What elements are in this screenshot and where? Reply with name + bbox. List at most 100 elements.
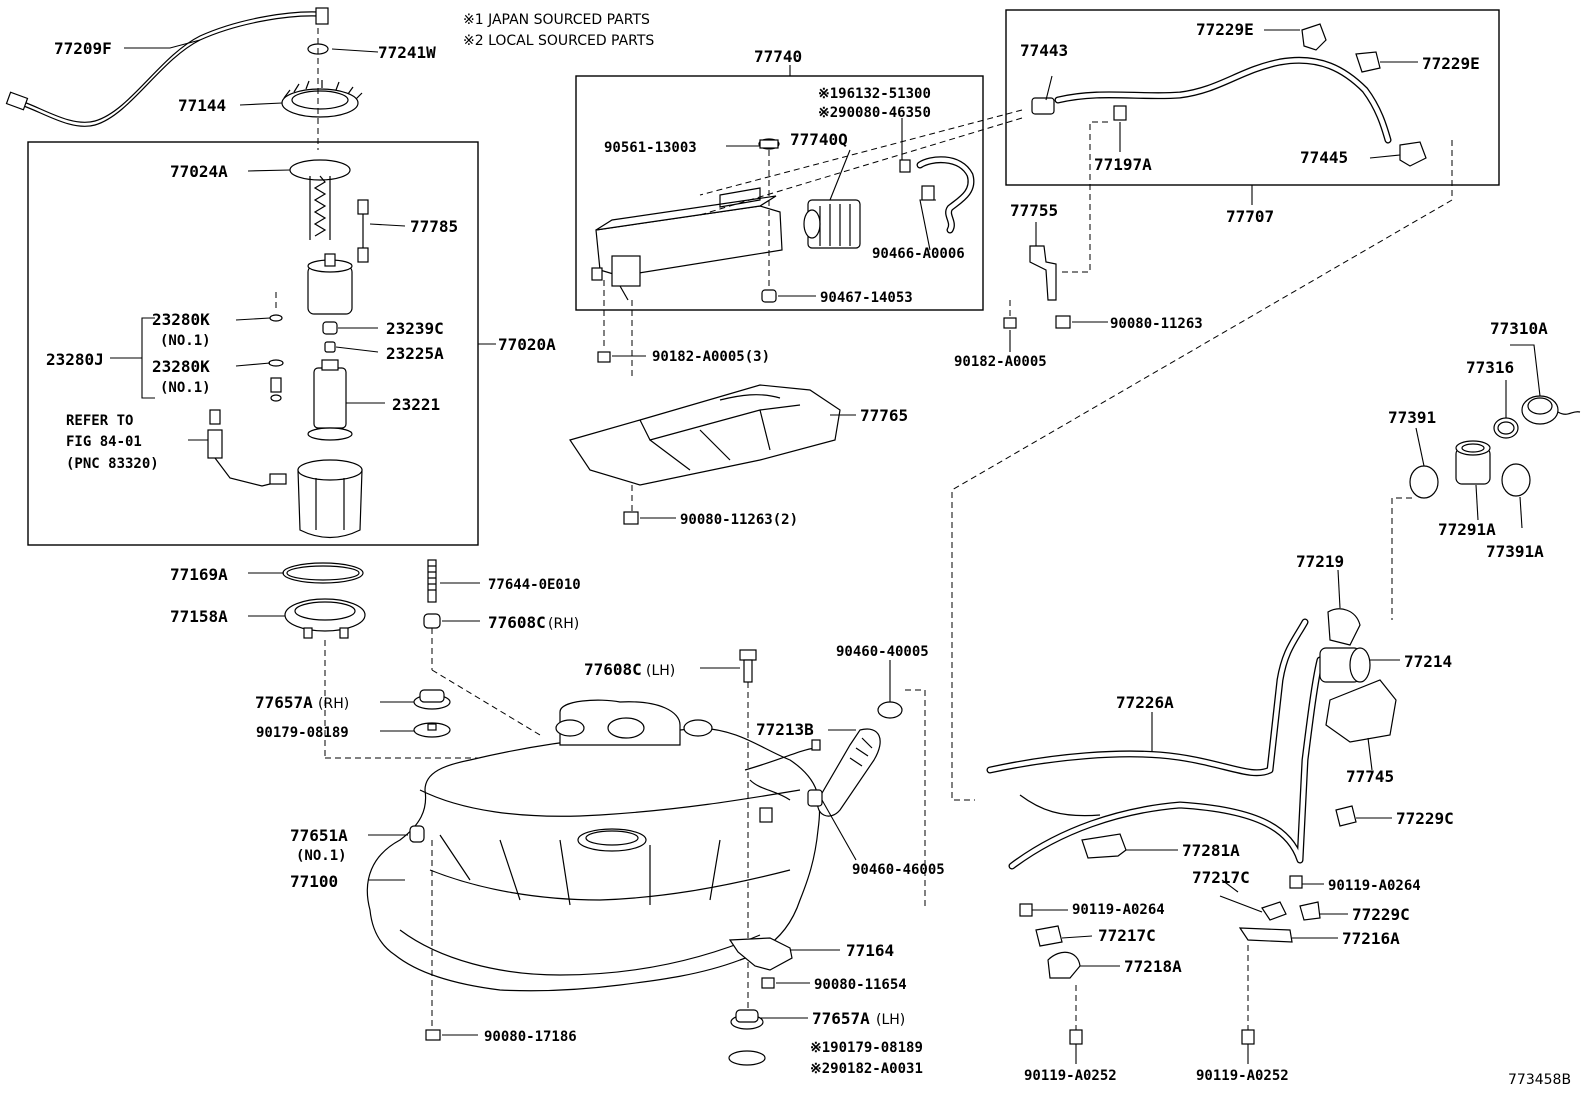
label-77229e-1: 77229E (1196, 20, 1254, 39)
filler-pipe-77226a-drawing (986, 618, 1324, 870)
clip-77281a-drawing (1081, 833, 1127, 859)
label-77657a-lh-sub: (LH) (876, 1012, 905, 1028)
retainer-ring-77144-drawing (281, 80, 363, 118)
label-90080-11654: 90080-11654 (814, 977, 907, 993)
guide-line (1391, 497, 1412, 620)
clamp-77217c-1-drawing (1219, 895, 1287, 921)
label-23280k-2: 23280K (152, 357, 210, 376)
note-japan-sourced: ※1 JAPAN SOURCED PARTS (463, 12, 650, 28)
leader-lines (124, 29, 1541, 1064)
label-77608c-rh: 77608C (488, 613, 546, 632)
ring-77391-drawing (1409, 465, 1439, 499)
bolt-90080-17186-drawing (425, 1029, 441, 1041)
note-local-sourced: ※2 LOCAL SOURCED PARTS (463, 33, 654, 49)
label-77024a: 77024A (170, 162, 228, 181)
label-90179-08189-x1: ※190179-08189 (810, 1040, 923, 1056)
label-77229c-1: 77229C (1396, 809, 1454, 828)
label-77755: 77755 (1010, 201, 1058, 220)
plate-77158a-drawing (284, 598, 366, 639)
label-90080-11263-2: 90080-11263(2) (680, 512, 798, 528)
label-90460-40005: 90460-40005 (836, 644, 929, 660)
bolt-90080-11263-drawing (1055, 315, 1071, 329)
label-77765: 77765 (860, 406, 908, 425)
label-90119-a0264-a: 90119-A0264 (1328, 878, 1421, 894)
gasket-77316-drawing (1493, 417, 1519, 439)
label-77241w: 77241W (378, 43, 436, 62)
sender-gauge-drawing (207, 409, 287, 487)
label-77316: 77316 (1466, 358, 1514, 377)
refer-to-line3: (PNC 83320) (66, 456, 159, 472)
label-77217c-2: 77217C (1098, 926, 1156, 945)
label-77158a: 77158A (170, 607, 228, 626)
label-77310a: 77310A (1490, 319, 1548, 338)
bolt-77608c-lh-drawing (739, 649, 757, 683)
vent-tube-77707-drawing (1031, 23, 1427, 167)
nut-90182-a0005-drawing (1003, 317, 1017, 329)
label-77219: 77219 (1296, 552, 1344, 571)
cushion-77651a-drawing (409, 825, 425, 843)
label-90080-17186: 90080-17186 (484, 1029, 577, 1045)
gasket-77169a-drawing (282, 562, 364, 584)
label-77608c-rh-sub: (RH) (548, 616, 579, 632)
label-77100: 77100 (290, 872, 338, 891)
guide-line (699, 109, 1023, 196)
neck-77214-drawing (1319, 647, 1371, 683)
charcoal-canister-box (575, 75, 984, 311)
label-90182-a0005: 90182-A0005 (954, 354, 1047, 370)
label-90182-a0005-3: 90182-A0005(3) (652, 349, 770, 365)
label-290080-46350: ※290080-46350 (818, 105, 931, 121)
plate-lh-drawing (728, 1050, 766, 1066)
o-ring-23280k-bottom-drawing (268, 359, 284, 402)
cushion-77657a-rh-drawing (413, 689, 451, 710)
label-23280k-1-sub: (NO.1) (160, 333, 211, 349)
label-196132-51300: ※196132-51300 (818, 86, 931, 102)
label-77443: 77443 (1020, 41, 1068, 60)
bracket-77218a-drawing (1047, 951, 1081, 979)
canister-77740-drawing (591, 187, 783, 301)
guide-line (951, 140, 1453, 801)
cap-90561-13003-drawing (758, 138, 780, 150)
plate-90179-08189-drawing (413, 722, 451, 738)
refer-to-line1: REFER TO (66, 413, 133, 429)
label-90119-a0252-d: 90119-A0252 (1196, 1068, 1289, 1084)
protector-77219-drawing (1327, 608, 1361, 646)
label-77740q: 77740Q (790, 130, 848, 149)
bolt-90182-a0005-3-drawing (597, 351, 611, 363)
label-77169a: 77169A (170, 565, 228, 584)
grommet-90467-drawing (761, 289, 777, 303)
label-77281a: 77281A (1182, 841, 1240, 860)
guide-line (699, 117, 1023, 216)
label-77226a: 77226A (1116, 693, 1174, 712)
label-77291a: 77291A (1438, 520, 1496, 539)
cover-77745-drawing (1325, 679, 1397, 743)
label-23239c: 23239C (386, 319, 444, 338)
filter-77740q-drawing (803, 199, 861, 249)
bolt-90119-a0252-d-drawing (1241, 1029, 1255, 1045)
cushion-23239c-drawing (322, 321, 338, 335)
label-77209f: 77209F (54, 39, 112, 58)
clamp-77217c-2-drawing (1035, 925, 1063, 947)
hose-canister-drawing (899, 156, 975, 234)
label-23225a: 23225A (386, 344, 444, 363)
label-23280k-1: 23280K (152, 310, 210, 329)
pump-bracket-77024a-drawing (289, 159, 351, 240)
label-77657a-lh: 77657A (812, 1009, 870, 1028)
bracket-77755-drawing (1029, 245, 1057, 301)
label-77745: 77745 (1346, 767, 1394, 786)
label-77216a: 77216A (1342, 929, 1400, 948)
label-90179-08189: 90179-08189 (256, 725, 349, 741)
bolt-90119-a0264-b-drawing (1019, 903, 1033, 917)
label-77020a: 77020A (498, 335, 556, 354)
label-90561-13003: 90561-13003 (604, 140, 697, 156)
label-77144: 77144 (178, 96, 226, 115)
bracket-77164-drawing (728, 937, 793, 971)
label-90460-46005: 90460-46005 (852, 862, 945, 878)
label-77391a: 77391A (1486, 542, 1544, 561)
bracket-77216a-drawing (1238, 927, 1293, 943)
guide-line (1060, 121, 1108, 273)
bolt-90080-11263-2-drawing (623, 511, 639, 525)
label-77644-0e010: 77644-0E010 (488, 577, 581, 593)
label-77218a: 77218A (1124, 957, 1182, 976)
label-77608c-lh: 77608C (584, 660, 642, 679)
